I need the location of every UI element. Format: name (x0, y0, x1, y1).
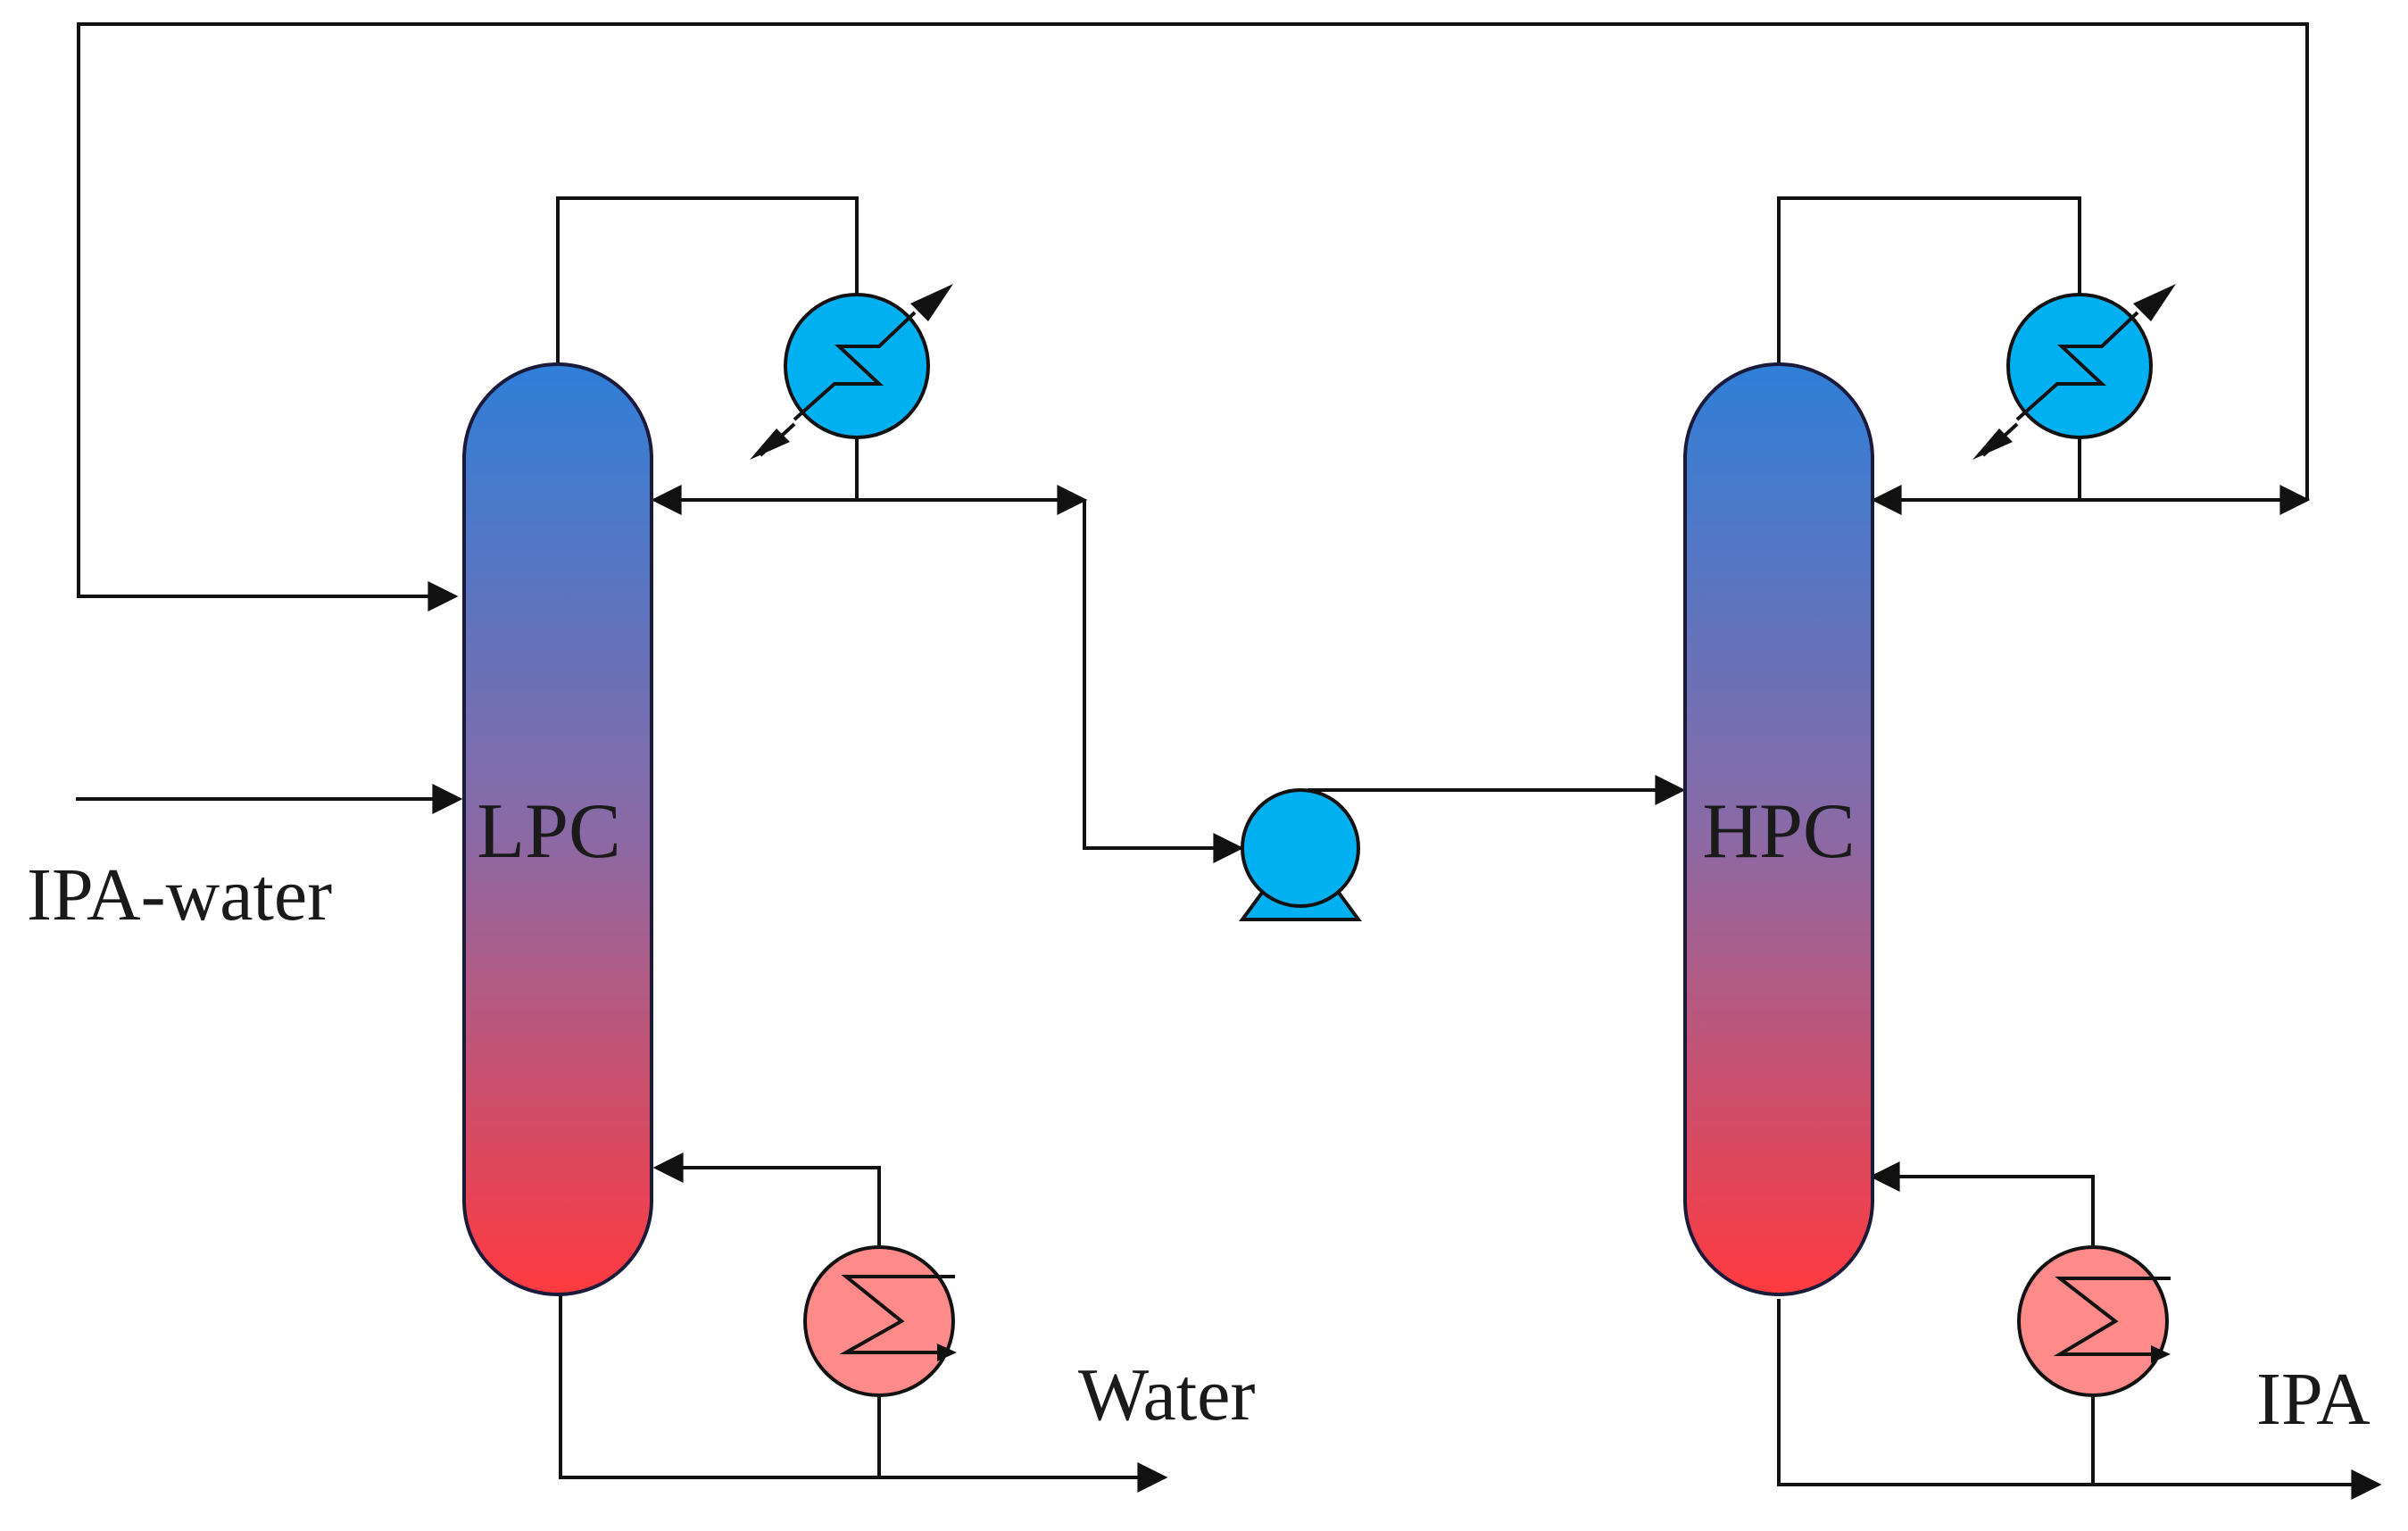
hpc-label: HPC (1702, 788, 1855, 875)
feed-label: IPA-water (27, 853, 332, 936)
lpc-reboiler-icon (803, 1245, 957, 1397)
lpc-distillate-to-pump (1083, 500, 1244, 863)
lpc-condenser-icon (750, 284, 953, 460)
hpc-bottoms-label: IPA (2256, 1358, 2371, 1441)
pump-icon (1239, 788, 1362, 921)
hpc-condenser-icon (1972, 284, 2176, 460)
lpc-bottoms-label: Water (1078, 1353, 1255, 1436)
lpc-label: LPC (477, 788, 620, 875)
hpc-reboiler-icon (2017, 1245, 2171, 1397)
hpc-bottoms-line (1777, 1299, 2382, 1500)
recycle-line (77, 22, 2309, 612)
hpc-column (1683, 362, 1874, 1296)
lpc-bottoms-line (559, 1293, 1168, 1493)
hpc-overhead-line (1777, 196, 2081, 364)
lpc-column (462, 362, 653, 1296)
lpc-overhead-line (556, 196, 859, 364)
